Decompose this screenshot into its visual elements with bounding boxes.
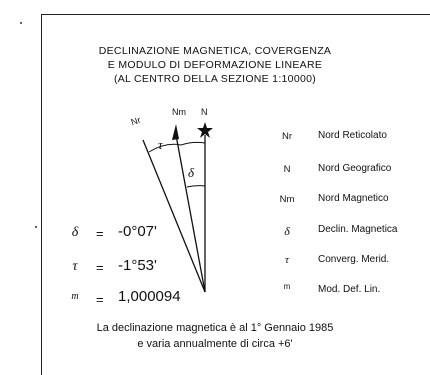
legend-desc-nr: Nord Reticolato bbox=[318, 130, 387, 141]
legend-abbr-m: m bbox=[283, 282, 291, 291]
magnetic-north-arrowhead bbox=[172, 124, 179, 140]
n-label: N bbox=[201, 107, 208, 117]
legend-desc-m: Mod. Def. Lin. bbox=[318, 284, 381, 295]
grid-north-line bbox=[142, 139, 206, 293]
title-line-3: (AL CENTRO DELLA SEZIONE 1:10000) bbox=[113, 73, 317, 85]
tau-angle-label: τ bbox=[158, 137, 163, 152]
value-eq-delta: = bbox=[96, 226, 104, 241]
value-m: 1,000094 bbox=[118, 288, 181, 305]
legend-desc-tau: Converg. Merid. bbox=[318, 254, 390, 265]
legend-abbr-nm: Nm bbox=[279, 194, 295, 205]
delta-angle-label: δ bbox=[188, 165, 195, 180]
value-eq-tau: = bbox=[96, 260, 104, 275]
tau-arc bbox=[148, 143, 182, 153]
legend-abbr-delta: δ bbox=[284, 224, 290, 238]
north-diagram bbox=[142, 122, 213, 293]
value-symbol-delta: δ bbox=[71, 225, 79, 240]
scan-speck bbox=[20, 22, 22, 24]
footer-line-1: La declinazione magnetica è al 1° Gennai… bbox=[96, 322, 334, 334]
scan-speck bbox=[35, 226, 37, 228]
legend-abbr-tau: τ bbox=[285, 254, 289, 266]
delta-arc-top bbox=[180, 141, 206, 146]
legend-desc-delta: Declin. Magnetica bbox=[318, 224, 398, 235]
delta-arc-bottom bbox=[186, 185, 206, 188]
value-symbol-tau: τ bbox=[72, 259, 78, 274]
legend-abbr-n: N bbox=[283, 164, 291, 175]
value-delta: -0°07' bbox=[118, 223, 157, 240]
legend-abbr-nr: Nr bbox=[281, 131, 293, 142]
legend-desc-n: Nord Geografico bbox=[318, 163, 392, 174]
title-line-1: DECLINAZIONE MAGNETICA, COVERGENZA bbox=[98, 45, 332, 57]
value-symbol-m: m bbox=[71, 291, 79, 302]
magnetic-north-line bbox=[175, 134, 206, 293]
legend-desc-nm: Nord Magnetico bbox=[318, 193, 389, 204]
frame-border bbox=[41, 14, 430, 375]
footer-line-2: e varia annualmente di circa +6' bbox=[137, 338, 293, 350]
value-tau: -1°53' bbox=[118, 257, 157, 274]
nm-label: Nm bbox=[172, 107, 186, 117]
geographic-north-star bbox=[197, 122, 213, 138]
value-eq-m: = bbox=[96, 292, 104, 307]
title-line-2: E MODULO DI DEFORMAZIONE LINEARE bbox=[107, 59, 323, 71]
